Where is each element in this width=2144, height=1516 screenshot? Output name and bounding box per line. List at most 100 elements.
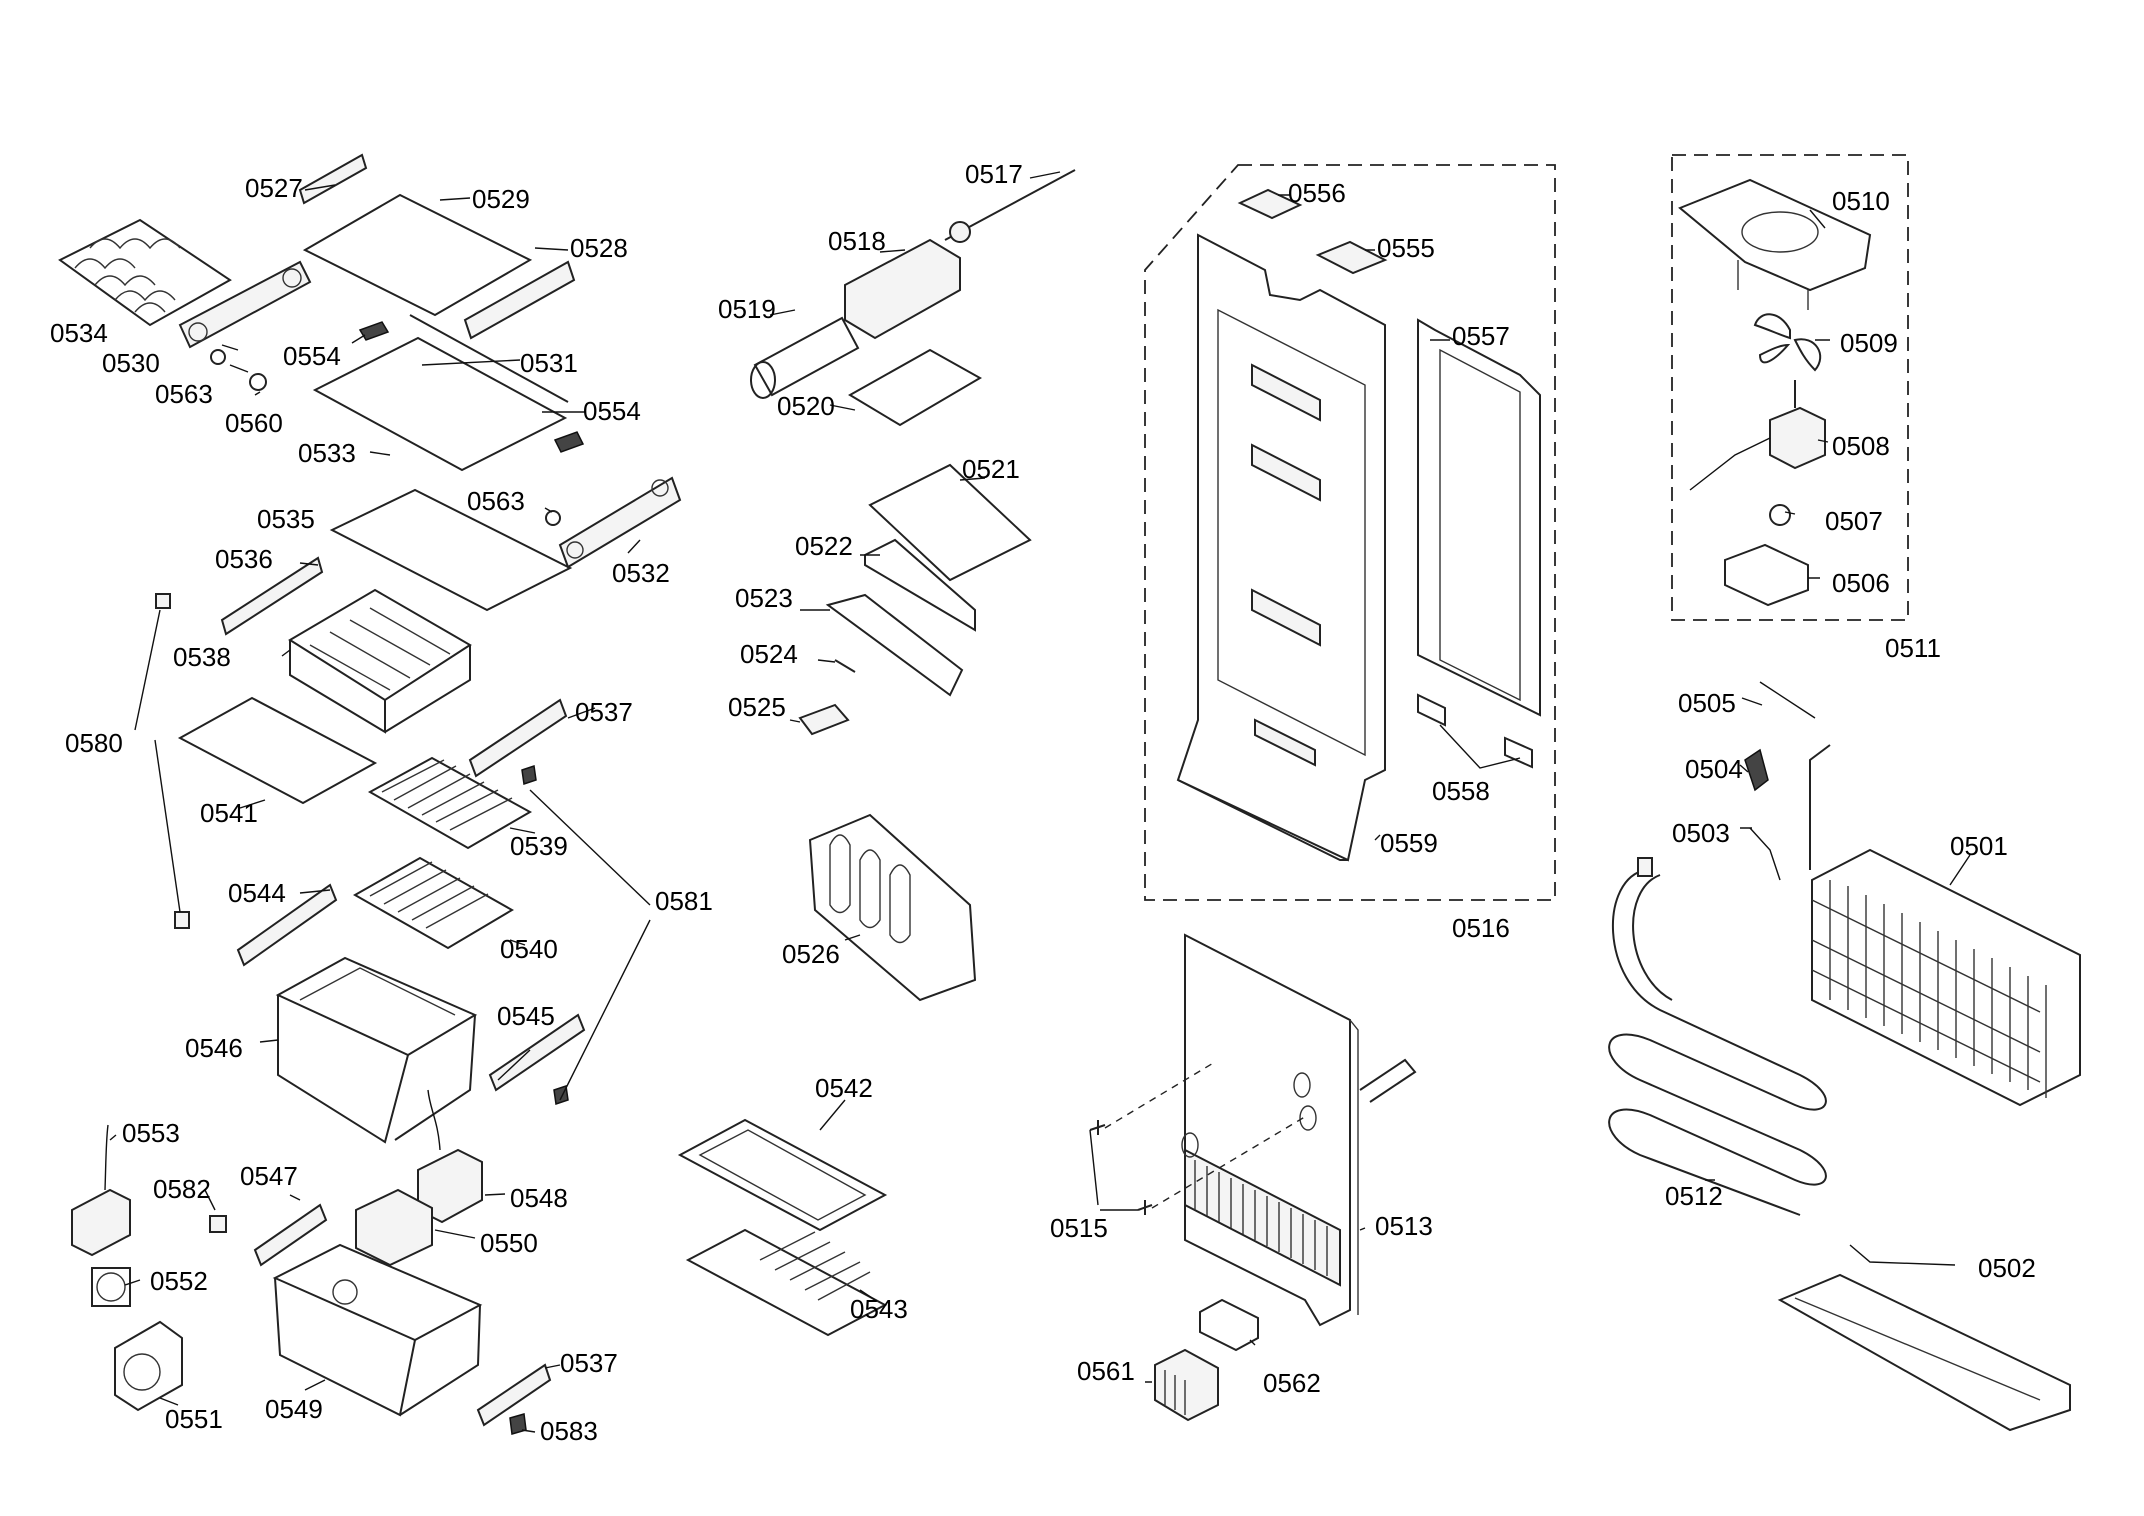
- ice-bucket-frame: [808, 813, 977, 1002]
- wine-rack: [58, 218, 232, 327]
- connector-0582: [209, 1215, 227, 1233]
- label-0551: 0551: [165, 1404, 223, 1434]
- clip-upper: [358, 321, 390, 341]
- crisper-cover: [329, 488, 573, 612]
- foam-pad-a: [1417, 693, 1446, 727]
- air-duct-panel: [1181, 933, 1417, 1327]
- clip-0583: [509, 1413, 527, 1435]
- label-0518: 0518: [828, 226, 886, 256]
- label-0560: 0560: [225, 408, 283, 438]
- label-0546: 0546: [185, 1033, 243, 1063]
- drip-tray: [825, 593, 964, 697]
- drain-trough: [1777, 1273, 2071, 1432]
- grille-upper: [367, 756, 533, 850]
- label-0515: 0515: [1050, 1213, 1108, 1243]
- label-0525: 0525: [728, 692, 786, 722]
- foam-pad-b: [1504, 736, 1533, 769]
- label-0527: 0527: [245, 173, 303, 203]
- label-0581: 0581: [655, 886, 713, 916]
- drawer-panel: [177, 696, 378, 805]
- label-0545: 0545: [497, 1001, 555, 1031]
- divider-block: [355, 1188, 433, 1267]
- fan-shroud: [1678, 178, 1872, 310]
- screw-lower: [1137, 1200, 1153, 1215]
- dispenser-parts-group: [677, 169, 1076, 1337]
- defrost-heater: [1608, 857, 1827, 1216]
- label-0559: 0559: [1380, 828, 1438, 858]
- label-0508: 0508: [1832, 431, 1890, 461]
- motor-grommet: [1769, 504, 1791, 526]
- small-clip-0581: [521, 765, 537, 785]
- label-0580: 0580: [65, 728, 123, 758]
- label-0554-lower: 0554: [583, 396, 641, 426]
- label-0535: 0535: [257, 504, 315, 534]
- label-0555: 0555: [1377, 233, 1435, 263]
- label-0520: 0520: [777, 391, 835, 421]
- label-0542: 0542: [815, 1073, 873, 1103]
- label-0543: 0543: [850, 1294, 908, 1324]
- label-0537-upper: 0537: [575, 697, 633, 727]
- hinge-0555: [1315, 240, 1388, 275]
- bracket-upper: [298, 153, 368, 205]
- label-0507: 0507: [1825, 506, 1883, 536]
- label-0530: 0530: [102, 348, 160, 378]
- washer-b: [249, 373, 267, 391]
- label-0504: 0504: [1685, 754, 1743, 784]
- dispenser-tray: [868, 463, 1032, 582]
- drawer-grille: [685, 1228, 888, 1337]
- air-duct-group: [1089, 933, 1417, 1422]
- label-0522: 0522: [795, 531, 853, 561]
- label-0531: 0531: [520, 348, 578, 378]
- label-0526: 0526: [782, 939, 840, 969]
- fan-assembly-group: [1671, 154, 1909, 621]
- label-0553: 0553: [122, 1118, 180, 1148]
- shelf-rail-left: [178, 260, 312, 349]
- label-0502: 0502: [1978, 1253, 2036, 1283]
- switch-block: [798, 703, 850, 736]
- label-0562: 0562: [1263, 1368, 1321, 1398]
- label-0583: 0583: [540, 1416, 598, 1446]
- stop-clip-lower: [174, 911, 190, 929]
- assembly-boundary-0511: [1671, 154, 1909, 621]
- assembly-boundary-0516: [1144, 164, 1556, 901]
- label-0539: 0539: [510, 831, 568, 861]
- cover-assembly-group: [1144, 164, 1556, 901]
- label-0534: 0534: [50, 318, 108, 348]
- label-0582: 0582: [153, 1174, 211, 1204]
- label-0521: 0521: [962, 454, 1020, 484]
- shelf-rod: [409, 314, 569, 403]
- label-0529: 0529: [472, 184, 530, 214]
- label-0536: 0536: [215, 544, 273, 574]
- label-0533: 0533: [298, 438, 356, 468]
- label-0503: 0503: [1672, 818, 1730, 848]
- washer-c: [545, 510, 561, 526]
- clip-lower: [553, 431, 585, 453]
- drawer-slide-bottom: [476, 1363, 552, 1427]
- washer-a: [210, 349, 226, 365]
- clamp-0504: [1744, 748, 1769, 792]
- label-0547: 0547: [240, 1161, 298, 1191]
- shelf-assembly-group: [58, 153, 682, 1435]
- drawer-slide-mid-right: [488, 1013, 586, 1092]
- drawer-frame: [677, 1118, 888, 1232]
- label-0552: 0552: [150, 1266, 208, 1296]
- auger-tube: [750, 316, 860, 399]
- label-0538: 0538: [173, 642, 231, 672]
- motor-bracket: [1724, 543, 1809, 607]
- wire-harness-unit: [71, 1124, 131, 1257]
- evaporator-group: [1608, 681, 2081, 1432]
- label-0519: 0519: [718, 294, 776, 324]
- hinge-0556: [1237, 188, 1303, 220]
- label-0544: 0544: [228, 878, 286, 908]
- damper-assembly: [417, 1089, 483, 1224]
- fan-blade: [1753, 313, 1822, 372]
- drawer-slide-lower: [253, 1203, 328, 1267]
- chute-cover: [848, 348, 983, 427]
- label-0510: 0510: [1832, 186, 1890, 216]
- screw-upper: [1089, 1120, 1106, 1135]
- label-0524: 0524: [740, 639, 798, 669]
- label-0511: 0511: [1885, 633, 1941, 663]
- filter-cover: [1199, 1298, 1259, 1352]
- drawer-slide-upper-left: [220, 556, 324, 636]
